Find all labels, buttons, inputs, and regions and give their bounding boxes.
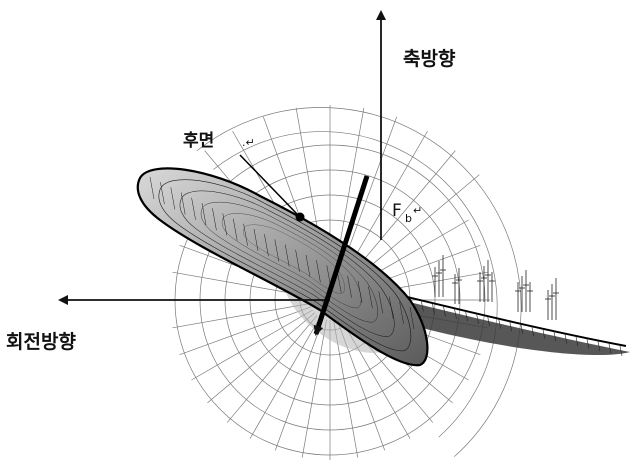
force-symbol: F [392, 201, 402, 221]
force-return-mark: ↵ [413, 204, 422, 217]
blade-hatch-line [378, 291, 384, 314]
trailing-hatch-line [586, 338, 590, 349]
grid-spoke [207, 312, 315, 404]
force-fb-label: F b ↵ [392, 201, 422, 225]
blade-contour [243, 224, 345, 294]
trailing-hatch-line [597, 340, 601, 352]
trailing-hatch-line [619, 345, 623, 357]
trailing-hatch-line [553, 331, 557, 342]
blade-hatch-line [305, 254, 311, 278]
blade-hatch-line [201, 202, 207, 226]
trailing-hatch-line [432, 303, 435, 314]
trailing-hatch-line [465, 311, 468, 322]
grid-spoke [172, 303, 311, 329]
grid-spoke [191, 309, 313, 381]
blade-contour [221, 213, 362, 308]
blade-contour [200, 202, 378, 323]
blade-hatch-line [232, 218, 238, 241]
back-face-label: 후면 [183, 130, 214, 151]
blade-hatch-line [170, 187, 176, 210]
force-subscript: b [405, 212, 412, 225]
back-face-point [295, 212, 305, 222]
rotation-direction-label: 회전방향 [6, 331, 76, 353]
blade-hatch-line [295, 249, 300, 272]
grid-spoke [274, 318, 324, 451]
blade-hatch-line [347, 275, 352, 298]
blade-hatch-line [160, 182, 165, 205]
trailing-hatch-line [421, 301, 424, 312]
main-blade [136, 167, 429, 367]
back-face-leader [239, 154, 299, 216]
grid-spoke [301, 319, 327, 458]
grid-spoke [249, 317, 321, 439]
blade-hatch-line [243, 223, 248, 246]
trailing-hatch-line [531, 326, 535, 337]
trailing-hatch-line [454, 308, 457, 319]
trailing-hatch-line [498, 318, 501, 329]
blade-hatch-line [212, 208, 217, 231]
blade-hatch-line [222, 213, 228, 236]
pressure-spikes [432, 255, 559, 320]
blade-hatch-line [409, 306, 415, 330]
force-fb-arrow [313, 175, 370, 336]
blade-contour [158, 179, 412, 352]
blade-hatch-line [316, 260, 321, 283]
blade-hatch-line [264, 234, 269, 257]
trailing-hatch-line [487, 316, 490, 327]
blade-hatch-line [191, 197, 196, 220]
back-face-return-mark: .↵ [242, 136, 255, 149]
blade-hatch-line [274, 239, 280, 262]
trailing-hatch-line [542, 328, 546, 339]
grid-spoke [179, 306, 312, 356]
trailing-hatch-line [443, 306, 446, 317]
blade-hatch-line [180, 192, 186, 215]
trailing-hatch-line [476, 313, 479, 324]
blade-hatch-line [388, 296, 394, 319]
blade-hatch-line [399, 301, 404, 324]
grid-spoke [226, 315, 318, 423]
blade-hatch-line [149, 176, 155, 200]
blade-hatch-line [368, 286, 373, 309]
axial-direction-label: 축방향 [403, 48, 456, 70]
blade-hatch-line [253, 228, 259, 252]
blade-hatch-line [284, 244, 290, 267]
trailing-hatch-line [575, 336, 579, 347]
trailing-hatch-line [520, 323, 523, 334]
blade-hatch-line [357, 280, 363, 304]
trailing-hatch-line [509, 321, 512, 332]
trailing-hatch-line [608, 343, 612, 354]
trailing-hatch-line [564, 333, 568, 344]
grid-ring-partial [196, 107, 522, 457]
blade-contour [179, 190, 395, 337]
